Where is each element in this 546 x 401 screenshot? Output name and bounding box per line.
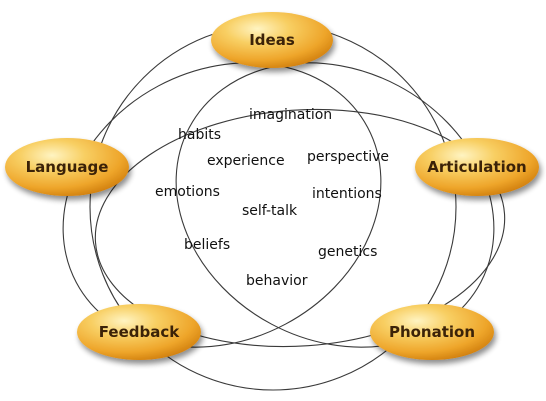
node-language-shape [5,138,129,196]
ellipse-ideas-feedback [62,62,382,348]
node-feedback-shape [77,304,201,360]
node-language-label: Language [26,158,109,176]
node-ideas-shape [211,12,333,68]
ellipse-language-articulation [94,108,506,348]
center-words: imagination habits experience perspectiv… [155,107,389,289]
word-beliefs: beliefs [184,237,230,253]
node-articulation-shape [415,138,539,196]
word-perspective: perspective [307,149,389,165]
word-intentions: intentions [312,186,382,202]
node-phonation: Phonation [370,304,494,360]
word-self-talk: self-talk [242,203,298,219]
node-articulation-label: Articulation [427,158,526,176]
node-ideas-label: Ideas [249,31,295,49]
ellipse-ideas-phonation [175,62,495,348]
word-imagination: imagination [249,107,332,123]
node-feedback: Feedback [77,304,201,360]
node-language: Language [5,138,129,196]
node-articulation: Articulation [415,138,539,196]
word-emotions: emotions [155,184,220,200]
word-experience: experience [207,153,285,169]
node-phonation-label: Phonation [389,323,475,341]
node-ideas: Ideas [211,12,333,68]
word-behavior: behavior [246,273,308,289]
node-phonation-shape [370,304,494,360]
word-habits: habits [178,127,221,143]
node-feedback-label: Feedback [99,323,180,341]
word-genetics: genetics [318,244,377,260]
